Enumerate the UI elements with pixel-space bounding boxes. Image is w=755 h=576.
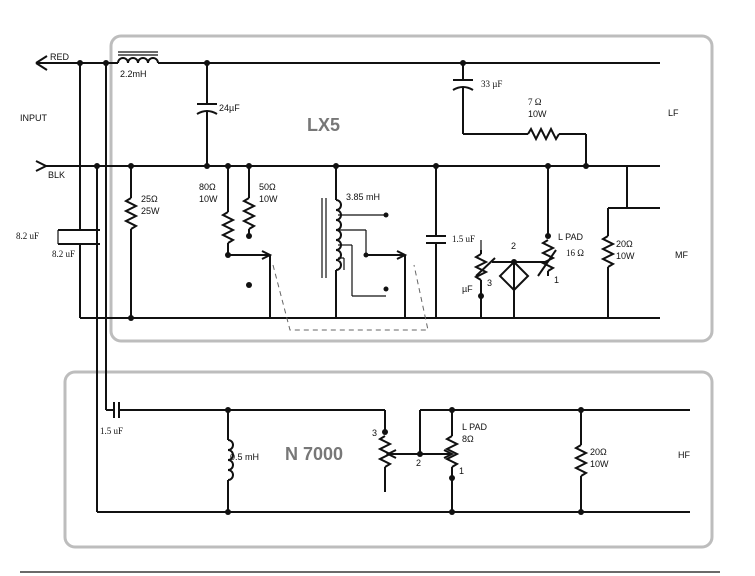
label-l-0-5mh: 0.5 mH xyxy=(230,452,259,462)
mf-loop xyxy=(498,261,530,318)
label-red: RED xyxy=(50,52,70,62)
resistor-7ohm xyxy=(527,126,589,169)
label-lpad-bot-ohm: 8Ω xyxy=(462,434,474,444)
label-c-8-2uf-b: 8.2 uF xyxy=(52,249,75,259)
label-r-80ohm-w: 10W xyxy=(199,194,218,204)
resistor-20ohm-hf xyxy=(573,407,589,515)
label-pin-1-bot: 1 xyxy=(459,466,464,476)
capacitor-1-5uf-hf xyxy=(106,402,385,418)
capacitor-33uf xyxy=(452,60,528,135)
label-mf: MF xyxy=(675,250,688,260)
resistor-80ohm xyxy=(220,163,236,255)
label-r-7ohm-w: 10W xyxy=(528,109,547,119)
label-r-20ohm-mf-w: 10W xyxy=(616,251,635,261)
lpad-8ohm xyxy=(444,407,460,515)
label-c-33uf: 33 µF xyxy=(481,79,502,89)
label-r-80ohm: 80Ω xyxy=(199,182,216,192)
input-terminals xyxy=(35,55,114,172)
label-pin-2-top: 2 xyxy=(511,241,516,251)
label-pin-1-top: 1 xyxy=(554,275,559,285)
lx5-section-box xyxy=(109,34,714,343)
capacitor-8-2uf xyxy=(57,63,100,318)
label-c-24uf: 24µF xyxy=(219,103,240,113)
potentiometer-hf-left xyxy=(377,410,455,492)
inductor-2-2mh xyxy=(114,51,660,64)
label-lpad-top: L PAD xyxy=(558,232,584,242)
resistor-25ohm xyxy=(123,163,139,321)
inductor-3-85mh xyxy=(321,163,408,318)
label-l-2-2mh: 2.2mH xyxy=(120,69,147,79)
label-r-20ohm-hf: 20Ω xyxy=(590,447,607,457)
label-c-8-2uf-a: 8.2 uF xyxy=(16,231,39,241)
capacitor-1-5uf-mf xyxy=(426,163,446,318)
label-lpad-bot: L PAD xyxy=(462,422,488,432)
label-r-25ohm: 25Ω xyxy=(141,194,158,204)
label-lf: LF xyxy=(668,108,679,118)
label-c-1-5uf-b: 1.5 uF xyxy=(100,426,123,436)
label-input: INPUT xyxy=(20,113,48,123)
label-r-7ohm: 7 Ω xyxy=(528,97,542,107)
label-c-uf: µF xyxy=(462,284,473,294)
label-blk: BLK xyxy=(48,170,65,180)
label-r-20ohm-hf-w: 10W xyxy=(590,459,609,469)
label-r-50ohm-w: 10W xyxy=(259,194,278,204)
label-c-1-5uf-a: 1.5 uF xyxy=(452,234,475,244)
resistor-50ohm xyxy=(241,163,257,239)
lx5-title: LX5 xyxy=(307,115,340,135)
resistor-20ohm-mf xyxy=(600,166,660,318)
dashed-switch-link xyxy=(272,264,429,331)
inductor-0-5mh xyxy=(225,407,234,515)
label-lpad-top-ohm: 16 Ω xyxy=(566,248,584,258)
label-pin-3-top: 3 xyxy=(487,278,492,288)
label-r-20ohm-mf: 20Ω xyxy=(616,239,633,249)
lpad-16ohm xyxy=(537,163,557,277)
n7000-title: N 7000 xyxy=(285,444,343,464)
switch-left xyxy=(225,250,273,318)
label-hf: HF xyxy=(678,450,690,460)
label-pin-3-bot: 3 xyxy=(372,428,377,438)
label-l-3-85mh: 3.85 mH xyxy=(346,192,380,202)
label-r-25ohm-w: 25W xyxy=(141,206,160,216)
n7000-section-box xyxy=(63,370,714,549)
capacitor-24uf xyxy=(196,60,218,169)
label-pin-2-bot: 2 xyxy=(416,458,421,468)
label-r-50ohm: 50Ω xyxy=(259,182,276,192)
